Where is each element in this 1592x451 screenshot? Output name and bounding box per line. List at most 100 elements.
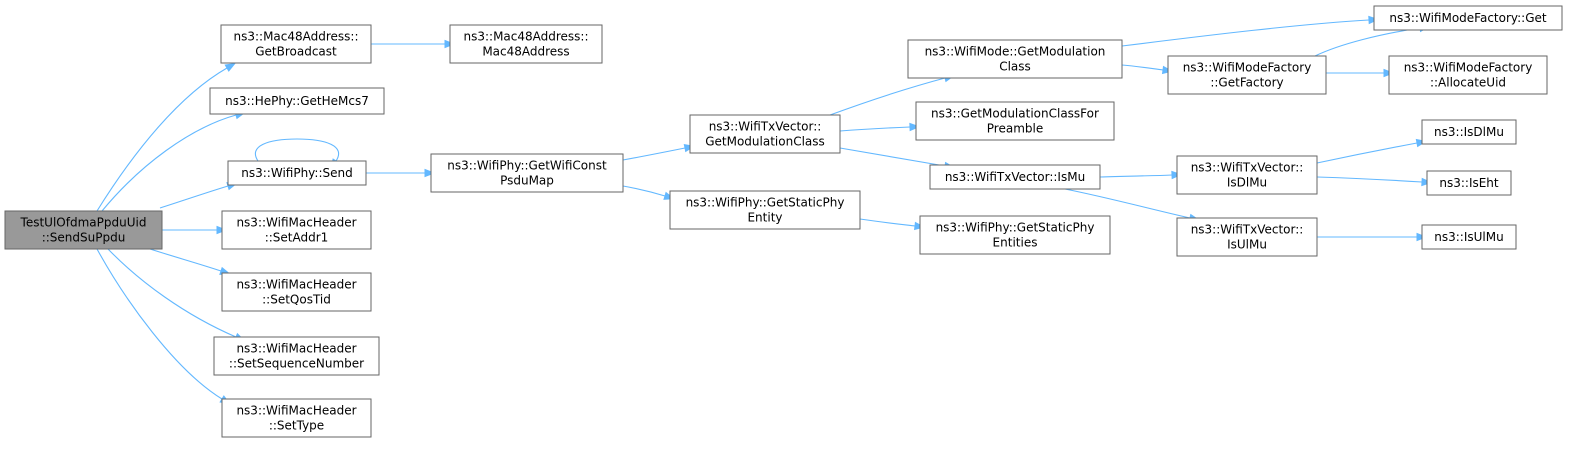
node-allocateuid[interactable]: ns3::WifiModeFactory::AllocateUid [1388, 55, 1548, 95]
edge-txv_isdlmu-to-iseht [1316, 176, 1433, 187]
node-label: ns3::WifiPhy::Send [241, 166, 352, 180]
node-label: Preamble [987, 122, 1043, 136]
edge-line [96, 248, 223, 400]
node-gethemcs7[interactable]: ns3::HePhy::GetHeMcs7 [209, 87, 385, 115]
node-isdlmu[interactable]: ns3::IsDlMu [1421, 119, 1517, 145]
edge-arrowhead [224, 62, 237, 72]
node-label: ns3::WifiMacHeader [236, 278, 356, 292]
node-box [4, 210, 163, 250]
node-label: GetBroadcast [255, 45, 337, 59]
node-label: ::AllocateUid [1430, 76, 1506, 90]
node-getbroadcast[interactable]: ns3::Mac48Address::GetBroadcast [220, 24, 372, 64]
node-box [1421, 119, 1517, 145]
node-setqostid[interactable]: ns3::WifiMacHeader::SetQosTid [221, 272, 372, 312]
node-box [689, 114, 841, 154]
node-label: ::SetAddr1 [265, 231, 329, 245]
edge-getbroadcast-to-mac48ctor [371, 39, 456, 49]
node-getfactory[interactable]: ns3::WifiModeFactory::GetFactory [1167, 55, 1327, 95]
node-setaddr1[interactable]: ns3::WifiMacHeader::SetAddr1 [221, 210, 372, 250]
node-iseht[interactable]: ns3::IsEht [1426, 170, 1512, 196]
node-txv_isdlmu[interactable]: ns3::WifiTxVector::IsDlMu [1176, 155, 1318, 195]
node-box [1176, 217, 1318, 257]
edge-line [159, 185, 229, 209]
node-label: Entity [747, 211, 782, 225]
edge-root-to-setaddr1 [162, 225, 228, 235]
node-label: ns3::WifiTxVector:: [709, 120, 822, 134]
node-wm_getmod[interactable]: ns3::WifiMode::GetModulationClass [907, 39, 1123, 79]
node-label: ns3::WifiTxVector:: [1191, 161, 1304, 175]
edge-line [622, 185, 666, 197]
node-box [221, 210, 372, 250]
node-box [449, 24, 603, 64]
node-box [221, 272, 372, 312]
edge-line [829, 77, 946, 116]
node-label: ::SetQosTid [262, 293, 331, 307]
edge-getwificonst-to-txv_getmod [622, 143, 696, 161]
edge-getwificonst-to-getstaticphy [622, 185, 675, 200]
node-box [1373, 5, 1563, 31]
edge-line [254, 138, 340, 162]
edge-line [1121, 19, 1370, 47]
node-root[interactable]: TestUlOfdmaPpduUid::SendSuPpdu [4, 210, 163, 250]
node-box [915, 101, 1115, 141]
node-settype[interactable]: ns3::WifiMacHeader::SetType [221, 398, 372, 438]
node-label: ns3::WifiPhy::GetStaticPhy [686, 196, 845, 210]
node-box [1176, 155, 1318, 195]
node-wmf_get[interactable]: ns3::WifiModeFactory::Get [1373, 5, 1563, 31]
edge-root-to-gethemcs7 [101, 111, 246, 212]
node-label: ns3::WifiMacHeader [236, 342, 356, 356]
edge-line [1064, 188, 1191, 219]
edge-root-to-send [159, 182, 238, 209]
edge-root-to-getbroadcast [96, 62, 237, 212]
node-txv_getmod[interactable]: ns3::WifiTxVector::GetModulationClass [689, 114, 841, 154]
node-label: ::SetType [269, 419, 324, 433]
edge-line [1316, 176, 1423, 183]
node-label: ns3::WifiModeFactory [1183, 61, 1312, 75]
node-setseq[interactable]: ns3::WifiMacHeader::SetSequenceNumber [213, 336, 380, 376]
node-label: ns3::IsEht [1439, 176, 1499, 190]
node-box [1167, 55, 1327, 95]
edge-getfactory-to-allocateuid [1326, 68, 1395, 78]
node-box [919, 215, 1111, 255]
node-label: ns3::IsUlMu [1434, 230, 1503, 244]
node-label: IsDlMu [1227, 176, 1267, 190]
node-label: ns3::WifiTxVector::IsMu [945, 170, 1085, 184]
edge-wm_getmod-to-wmf_get [1121, 15, 1380, 47]
edge-line [1121, 64, 1164, 71]
node-mac48ctor[interactable]: ns3::Mac48Address::Mac48Address [449, 24, 603, 64]
node-label: Mac48Address [482, 45, 569, 59]
node-txv_isulmu[interactable]: ns3::WifiTxVector::IsUlMu [1176, 217, 1318, 257]
node-label: GetModulationClass [705, 135, 825, 149]
edge-line [839, 147, 946, 167]
node-ismu[interactable]: ns3::WifiTxVector::IsMu [929, 164, 1101, 190]
node-box [1388, 55, 1548, 95]
node-label: ns3::HePhy::GetHeMcs7 [225, 94, 369, 108]
node-label: ::SetSequenceNumber [229, 357, 364, 371]
node-label: ns3::Mac48Address:: [233, 30, 358, 44]
edge-line [1316, 142, 1418, 164]
node-label: ns3::WifiModeFactory [1404, 61, 1533, 75]
edge-wm_getmod-to-getfactory [1121, 64, 1174, 75]
edge-line [1099, 174, 1173, 178]
node-isulmu[interactable]: ns3::IsUlMu [1421, 224, 1517, 250]
edge-arrowhead [424, 168, 436, 178]
edge-txv_isdlmu-to-isdlmu [1316, 138, 1428, 164]
node-box [209, 87, 385, 115]
node-label: ns3::WifiModeFactory::Get [1389, 11, 1546, 25]
node-label: TestUlOfdmaPpduUid [20, 216, 147, 230]
node-send[interactable]: ns3::WifiPhy::Send [227, 160, 367, 186]
edge-line [107, 248, 237, 338]
edge-line [859, 218, 916, 227]
edge-ismu-to-txv_isdlmu [1099, 170, 1183, 180]
edge-line [101, 114, 237, 212]
node-label: PsduMap [500, 174, 554, 188]
edge-txv_isulmu-to-isulmu [1317, 232, 1428, 242]
node-label: ns3::WifiMacHeader [236, 216, 356, 230]
edge-line [96, 67, 228, 212]
edge-root-to-settype [96, 248, 231, 405]
